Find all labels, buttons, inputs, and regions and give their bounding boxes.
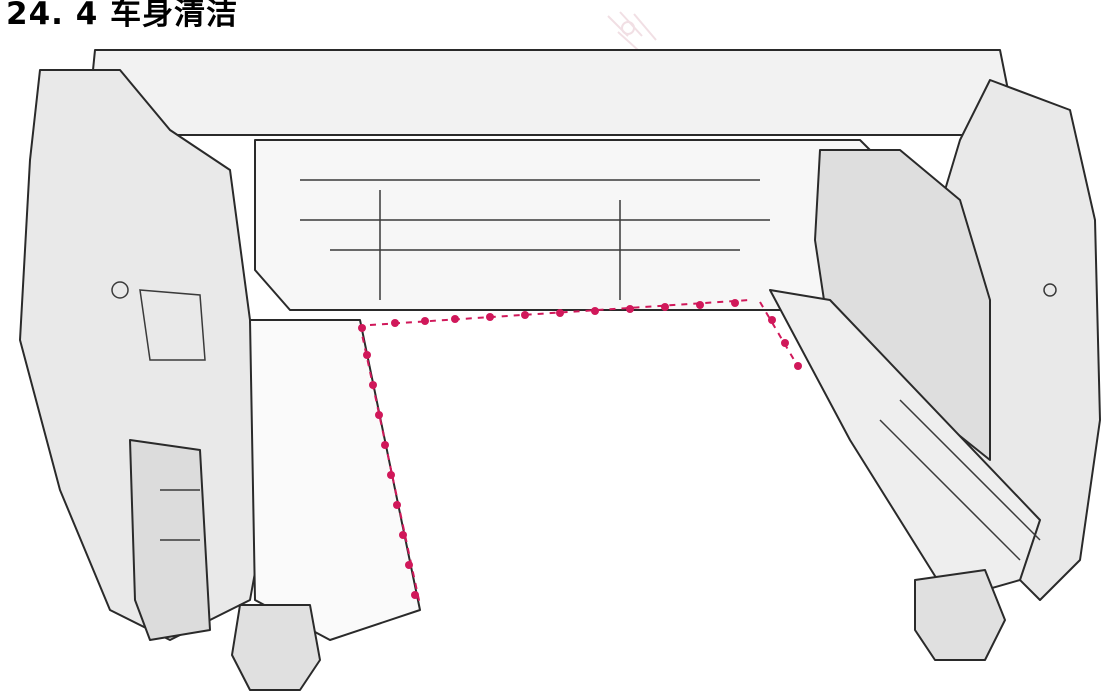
- seal-marker-path: [359, 299, 801, 606]
- rear-body-svg: [19, 49, 1101, 691]
- left-tow-hook: [231, 604, 321, 691]
- seal-marker-dots: [358, 299, 802, 599]
- inner-cross-member: [254, 139, 901, 311]
- left-quarter-panel: [19, 69, 271, 641]
- left-floor-panel: [249, 319, 421, 641]
- section-heading: 24. 4 车身清洁: [6, 0, 239, 32]
- body-illustration: [0, 40, 1103, 696]
- top-rear-frame: [89, 49, 1011, 136]
- right-tow-hook: [914, 569, 1006, 661]
- watermark-stamp-icon: [598, 6, 668, 56]
